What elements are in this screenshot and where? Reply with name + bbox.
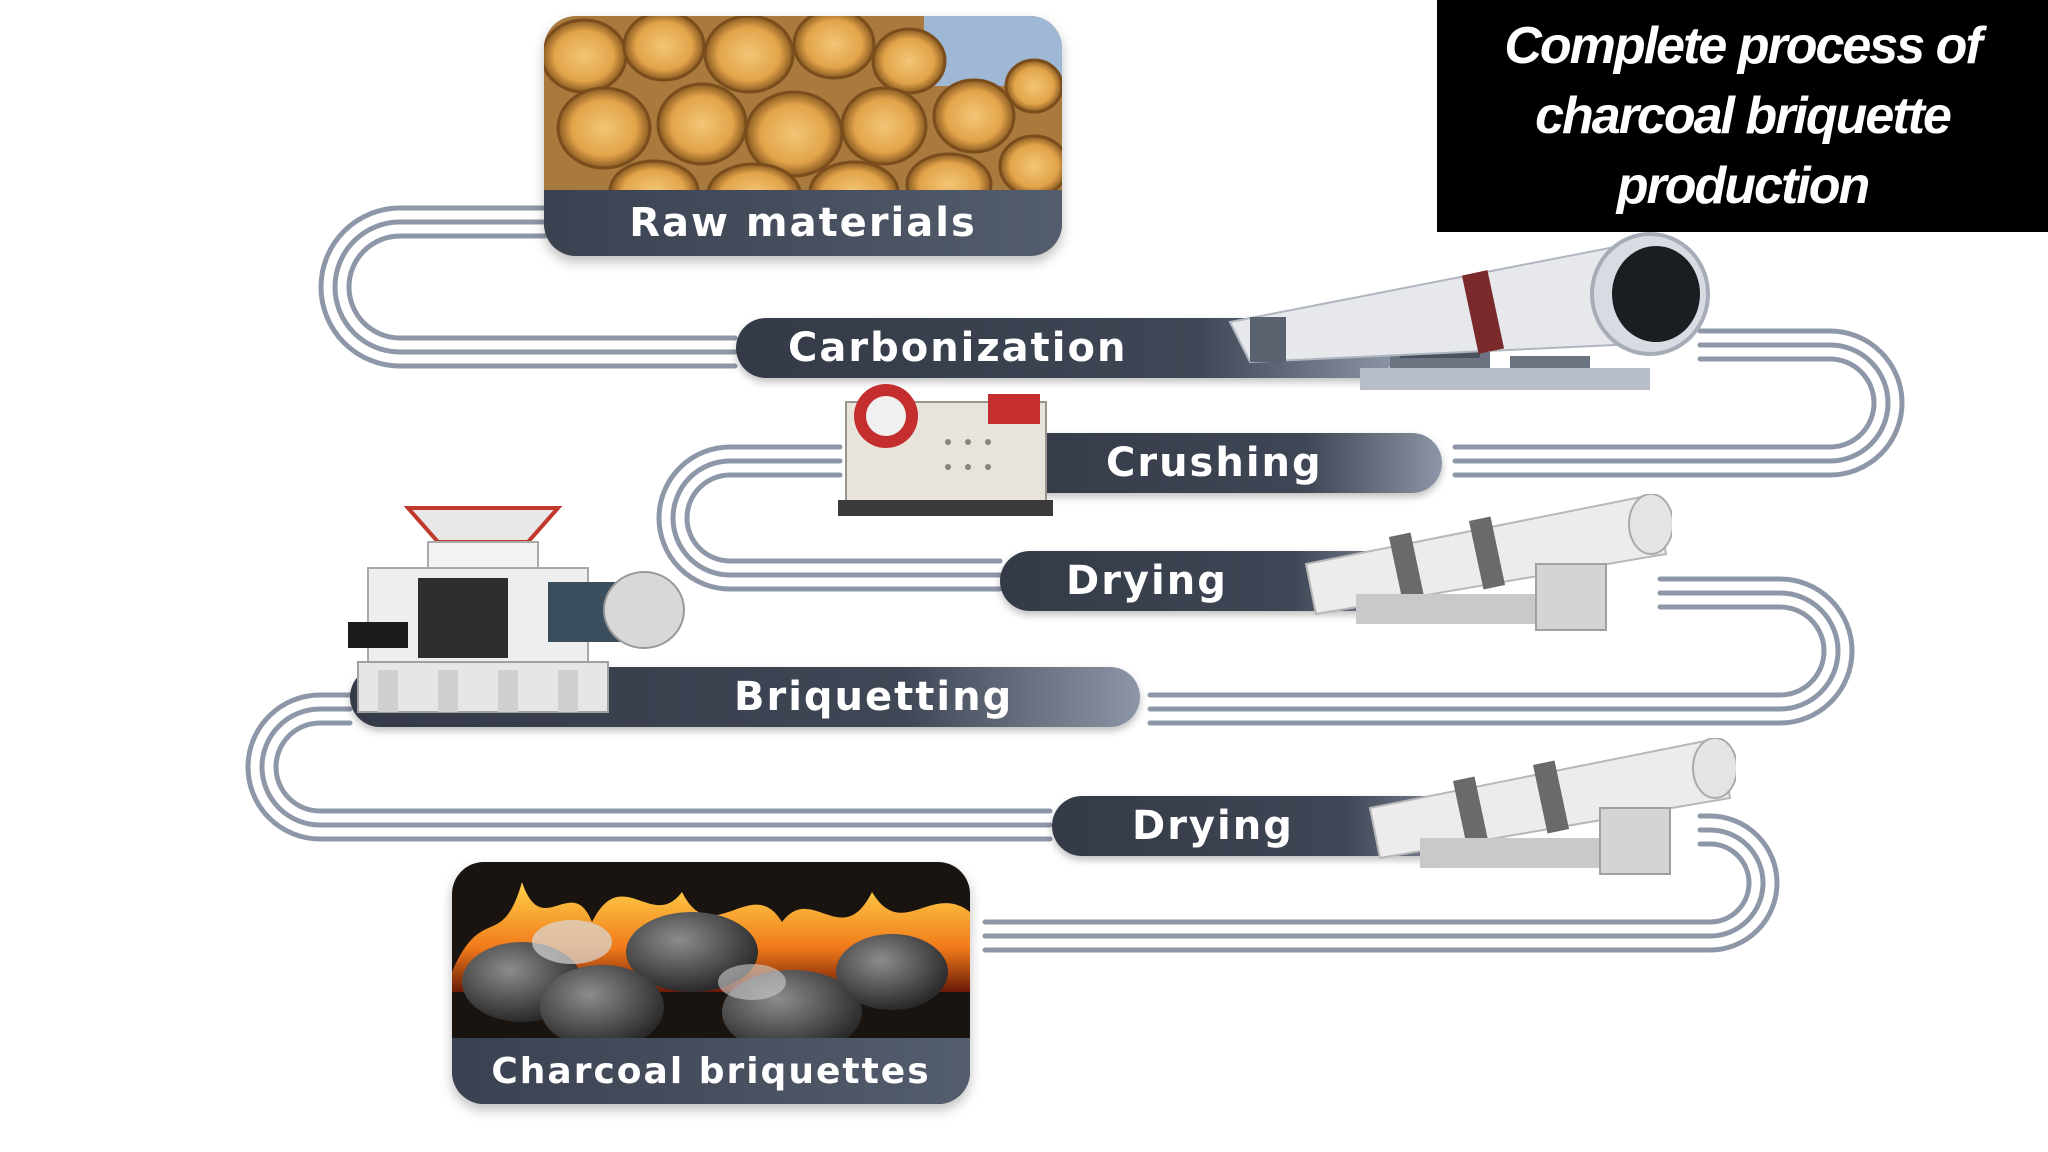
title-line-3: production xyxy=(1616,157,1871,215)
crushing-label: Crushing xyxy=(990,433,1442,493)
rotary-dryer-icon xyxy=(1304,494,1672,631)
rotary-kiln-icon xyxy=(1228,232,1710,390)
track-segment xyxy=(1452,342,1891,464)
raw-materials-label: Raw materials xyxy=(544,190,1062,256)
track-segment xyxy=(656,444,1003,592)
track-segment xyxy=(684,472,1003,564)
track-segment xyxy=(1147,576,1855,726)
raw-materials-card: Raw materials xyxy=(544,16,1062,256)
track-segment xyxy=(1452,356,1877,450)
log-pile-image xyxy=(544,16,1062,256)
track-segment xyxy=(259,706,1053,828)
track-segment xyxy=(245,692,1053,842)
track-segment xyxy=(982,827,1766,939)
title-line-1: Complete process of xyxy=(1504,17,1982,75)
charcoal-briquettes-label: Charcoal briquettes xyxy=(452,1038,970,1104)
track-segment xyxy=(982,841,1752,925)
track-segment xyxy=(318,205,738,369)
title-line-2: charcoal briquette xyxy=(1535,87,1952,145)
jaw-crusher-icon xyxy=(838,384,1053,516)
diagram-title: Complete process of charcoal briquette p… xyxy=(1437,0,2048,232)
track-segment xyxy=(670,458,1003,578)
track-segment xyxy=(1452,328,1905,478)
charcoal-briquettes-card: Charcoal briquettes xyxy=(452,862,970,1104)
track-segment xyxy=(982,813,1780,953)
track-segment xyxy=(1147,590,1841,712)
track-segment xyxy=(332,219,738,355)
track-segment xyxy=(1147,604,1827,698)
track-segment xyxy=(273,720,1053,814)
track-segment xyxy=(346,233,738,341)
rotary-dryer-icon xyxy=(1368,738,1736,875)
briquette-press-icon xyxy=(348,506,685,713)
